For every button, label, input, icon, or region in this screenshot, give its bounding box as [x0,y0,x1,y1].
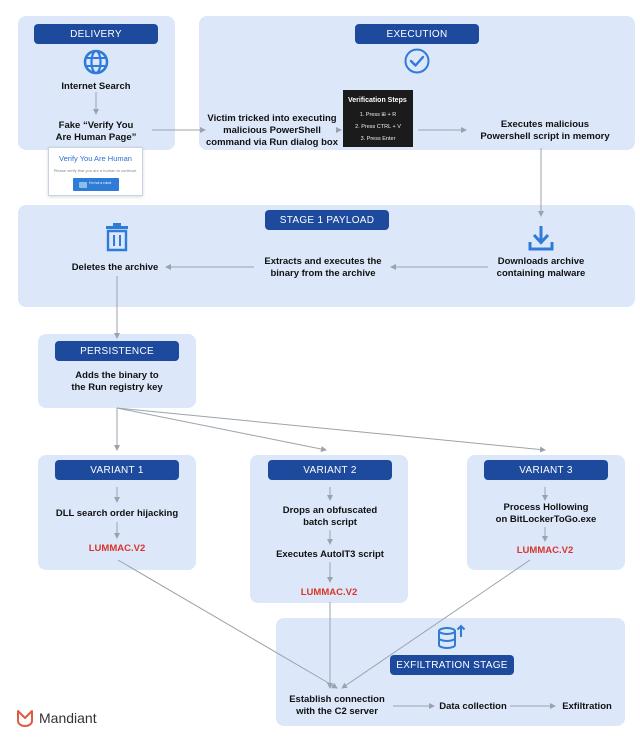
exfiltration-header: EXFILTRATION STAGE [390,655,514,675]
verify-human-popup: Verify You Are Human Please verify that … [48,147,143,196]
verify-popup-title: Verify You Are Human [59,154,132,163]
data-collection-label: Data collection [439,701,507,712]
variant1-header: VARIANT 1 [55,460,179,480]
extract-label-2: binary from the archive [270,268,376,279]
exfiltration-label: Exfiltration [562,701,612,712]
verification-steps-box: Verification Steps 1. Press ⊞ + R 2. Pre… [343,90,413,147]
fake-page-label-1: Fake “Verify You [58,120,134,131]
victim-label-3: command via Run dialog box [206,137,338,148]
mandiant-logo-icon [17,710,33,727]
exec-memory-label-2: Powershell script in memory [480,131,610,142]
persistence-header: PERSISTENCE [55,341,179,361]
check-circle-icon [404,48,430,74]
verify-popup-button: I'm not a robot [73,178,119,191]
recaptcha-icon [79,182,87,188]
c2-connection-label-2: with the C2 server [296,706,378,717]
verification-steps-title: Verification Steps [348,97,407,104]
verification-step-1: 1. Press ⊞ + R [359,112,397,118]
trash-icon [106,223,128,252]
stage1-header: STAGE 1 PAYLOAD [265,210,389,230]
c2-connection-label-1: Establish connection [289,694,385,705]
fake-page-label-2: Are Human Page” [55,132,137,143]
hollowing-label-1: Process Hollowing [503,502,589,513]
verify-popup-button-label: I'm not a robot [89,181,112,185]
dll-hijacking-label: DLL search order hijacking [55,508,179,519]
run-key-label-2: the Run registry key [71,382,163,393]
verification-step-3: 3. Press Enter [360,136,396,142]
execution-header: EXECUTION [355,24,479,44]
run-key-label-1: Adds the binary to [75,370,159,381]
download-icon [528,226,554,251]
lummac-v2-label-2: LUMMAC.V2 [300,587,358,598]
variant2-header: VARIANT 2 [268,460,392,480]
delete-archive-label: Deletes the archive [71,262,159,273]
arrow-persistence-to-v3 [116,407,546,453]
lummac-v2-label-3: LUMMAC.V2 [516,545,574,556]
download-label-2: containing malware [496,268,586,279]
hollowing-label-2: on BitLockerToGo.exe [495,514,597,525]
arrow-persistence-to-v2 [116,407,327,452]
lummac-v2-label-1: LUMMAC.V2 [88,543,146,554]
mandiant-logo: Mandiant [17,709,97,727]
drops-batch-label-1: Drops an obfuscated [282,505,378,516]
victim-label-2: malicious PowerShell [223,125,321,136]
delivery-header: DELIVERY [34,24,158,44]
victim-label-1: Victim tricked into executing [207,113,337,124]
globe-icon [83,49,109,75]
extract-label-1: Extracts and executes the [264,256,382,267]
verify-popup-subtitle: Please verify that you are a human to co… [53,168,138,173]
internet-search-label: Internet Search [61,81,131,92]
brand-name: Mandiant [39,710,97,726]
autoit-label: Executes AutoIT3 script [276,549,384,560]
database-upload-icon [438,624,466,649]
arrow-lummac1-to-c2 [117,559,338,689]
download-label-1: Downloads archive [497,256,585,267]
arrow-lummac3-to-c2 [341,559,531,689]
drops-batch-label-2: batch script [303,517,357,528]
verification-step-2: 2. Press CTRL + V [355,124,401,130]
exec-memory-label-1: Executes malicious [500,119,590,130]
variant3-header: VARIANT 3 [484,460,608,480]
